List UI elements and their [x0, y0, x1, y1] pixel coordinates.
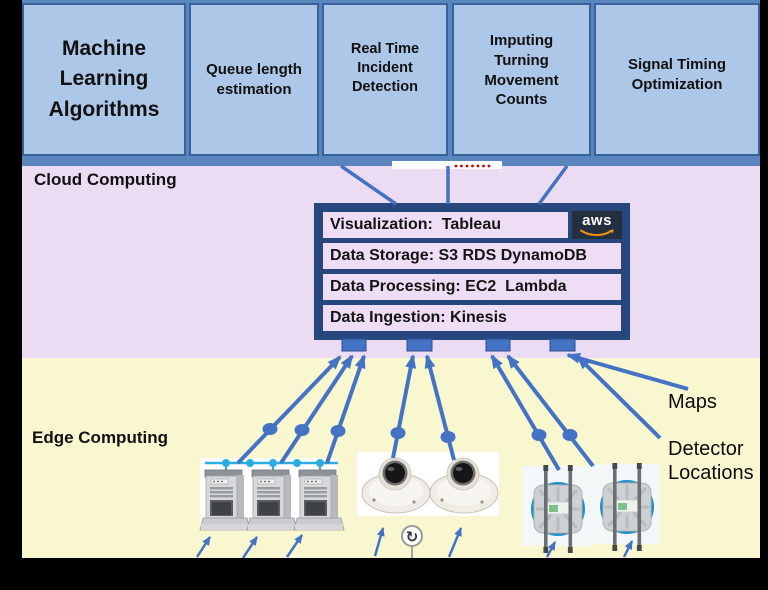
- right-black-bar: [760, 0, 768, 590]
- aws-logo-text: aws: [582, 211, 612, 229]
- connector-line: [537, 164, 569, 206]
- visualization-row-label: Visualization: Tableau: [322, 211, 569, 239]
- box-signal-timing-optimization: Signal Timing Optimization: [594, 3, 760, 156]
- svg-text:↻: ↻: [406, 529, 419, 546]
- connector-line: [340, 164, 397, 206]
- detector-locations-arrow: [576, 355, 662, 440]
- signal-cabinet-2: [246, 469, 298, 531]
- detector-arrow-2: [506, 354, 595, 468]
- network-junction-dots: [222, 459, 324, 467]
- stack-row-storage: Data Storage: S3 RDS DynamoDB: [322, 242, 622, 270]
- callout-arrow: [241, 536, 259, 559]
- edge-computing-label: Edge Computing: [32, 428, 168, 447]
- aws-logo: aws: [572, 211, 622, 239]
- stack-row-visualization: Visualization: Tableau aws: [322, 211, 622, 239]
- aws-smile-icon: [580, 229, 614, 236]
- storage-row-label: Data Storage: S3 RDS DynamoDB: [322, 242, 622, 270]
- callout-arrow: [622, 540, 634, 558]
- detector-arrow-1: [490, 354, 561, 472]
- left-black-bar: [0, 0, 22, 590]
- port-1: [341, 338, 367, 352]
- box-real-time-incident-detection: Real Time Incident Detection: [322, 3, 448, 156]
- callout-arrow: [285, 534, 304, 558]
- signal-cabinet-3: [293, 469, 345, 531]
- aws-cloud-stack: Visualization: Tableau aws Data Storage:…: [314, 203, 630, 340]
- box-label: Machine Learning Algorithms: [48, 36, 160, 121]
- bottom-black-bar: [0, 558, 768, 590]
- cabinet-arrow-3: [325, 354, 366, 464]
- signal-cabinet-1: [199, 469, 251, 531]
- box-label: Imputing Turning Movement Counts: [484, 31, 559, 109]
- stack-row-ingestion: Data Ingestion: Kinesis: [322, 304, 622, 332]
- camera-arrow-2: [424, 354, 456, 461]
- ingestion-row-label: Data Ingestion: Kinesis: [322, 304, 622, 332]
- camera-arrow-1: [391, 354, 417, 459]
- callout-arrow: [195, 536, 212, 558]
- box-label: Queue length estimation: [206, 60, 302, 98]
- maps-arrow: [566, 352, 689, 391]
- spellcheck-dots: [454, 164, 491, 168]
- rotate-icon: ↻: [401, 525, 423, 558]
- device-callout-arrows: [195, 527, 634, 559]
- box-label: Real Time Incident Detection: [350, 40, 420, 96]
- box-imputing-turning-movement-counts: Imputing Turning Movement Counts: [452, 3, 591, 156]
- cloud-computing-label: Cloud Computing: [34, 170, 177, 189]
- cabinet-arrow-2: [279, 354, 354, 465]
- box-machine-learning-algorithms: Machine Learning Algorithms: [22, 3, 186, 156]
- port-4: [549, 338, 576, 352]
- field-network-bus: [205, 459, 338, 476]
- header-to-cloud-connectors: [340, 164, 569, 206]
- stack-row-processing: Data Processing: EC2 Lambda: [322, 273, 622, 301]
- callout-arrow: [447, 527, 463, 558]
- port-2: [406, 338, 433, 352]
- cabinet-arrow-1: [236, 355, 342, 465]
- callout-arrow: [373, 527, 385, 557]
- detector-locations-label: Detector Locations: [668, 438, 754, 485]
- callout-arrow: [545, 541, 557, 558]
- arrow-node-dots: [262, 423, 578, 443]
- maps-label: Maps: [668, 391, 717, 413]
- box-label: Signal Timing Optimization: [627, 55, 727, 93]
- processing-row-label: Data Processing: EC2 Lambda: [322, 273, 622, 301]
- ingestion-ports: [341, 338, 576, 352]
- port-3: [485, 338, 511, 352]
- box-queue-length-estimation: Queue length estimation: [189, 3, 319, 156]
- white-strip-under-boxes: [392, 161, 502, 169]
